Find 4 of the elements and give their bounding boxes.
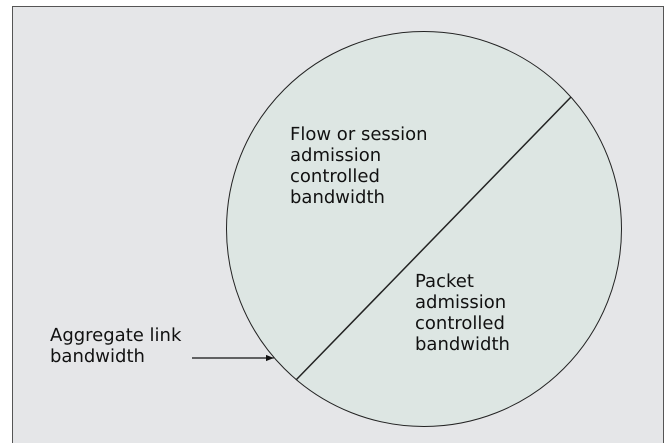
region-label: Flow or session admission controlled bandwidth: [290, 124, 429, 208]
region-label: Packet admission controlled bandwidth: [415, 271, 511, 355]
callout-text: Aggregate link bandwidth: [50, 325, 200, 367]
arrow: [192, 354, 274, 362]
